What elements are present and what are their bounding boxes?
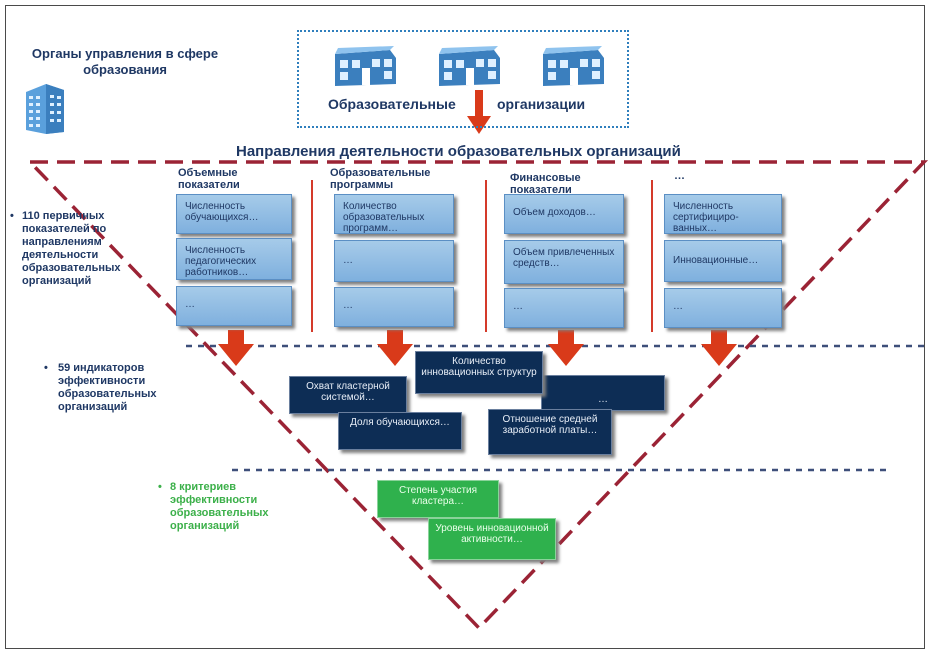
column-header-finance: Финансовые показатели <box>510 172 581 196</box>
column-header-other: … <box>674 170 685 182</box>
indicator-box: Объем доходов… <box>504 194 624 234</box>
arrow-col3-down <box>548 330 584 366</box>
organizations-label-right: организации <box>497 96 586 112</box>
efficiency-indicator-box: Доля обучающихся… <box>338 412 462 450</box>
column-header-programs: Образовательные программы <box>330 167 431 191</box>
indicator-box: … <box>504 288 624 328</box>
arrow-col4-down <box>701 330 737 366</box>
label-primary-indicators: 110 первичных показателей по направления… <box>22 210 121 287</box>
efficiency-criterion-box: Уровень инновационной активности… <box>428 518 556 560</box>
indicator-box: Численность сертифициро-ванных… <box>664 194 782 234</box>
school-building-icon <box>439 46 500 86</box>
organizations-box <box>297 30 629 128</box>
column-header-volume: Объемные показатели <box>178 167 240 191</box>
bullet-primary: • <box>10 210 14 222</box>
efficiency-indicator-box: Количество инновационных структур <box>415 351 543 394</box>
office-building-icon <box>26 84 64 134</box>
organizations-label-left: Образовательные <box>328 96 456 112</box>
indicator-box: … <box>176 286 292 326</box>
indicator-box: Численность обучающихся… <box>176 194 292 234</box>
school-building-icon <box>335 46 396 86</box>
efficiency-indicator-box: … <box>541 375 665 411</box>
pyramid-outline <box>25 160 929 631</box>
bullet-indicators: • <box>44 362 48 374</box>
efficiency-criterion-box: Степень участия кластера… <box>377 480 499 518</box>
outer-frame <box>5 5 925 649</box>
indicator-box: Численность педагогических работников… <box>176 238 292 280</box>
indicator-box: Количество образовательных программ… <box>334 194 454 234</box>
school-building-icon <box>543 46 604 86</box>
arrow-col1-down <box>218 330 254 366</box>
indicator-box: Объем привлеченных средств… <box>504 240 624 284</box>
efficiency-indicator-box: Отношение средней заработной платы… <box>488 409 612 455</box>
arrow-orgs-down <box>467 90 491 134</box>
indicator-box: … <box>334 240 454 282</box>
label-efficiency-criteria: 8 критериев эффективности образовательны… <box>170 481 269 532</box>
management-title: Органы управления в сфере образования <box>31 46 219 77</box>
label-efficiency-indicators: 59 индикаторов эффективности образовател… <box>58 362 157 413</box>
bullet-criteria: • <box>158 481 162 493</box>
directions-title: Направления деятельности образовательных… <box>236 143 681 160</box>
indicator-box: Инновационные… <box>664 240 782 282</box>
indicator-box: … <box>334 287 454 327</box>
indicator-box: … <box>664 288 782 328</box>
efficiency-indicator-box: Охват кластерной системой… <box>289 376 407 414</box>
arrow-col2-down <box>377 330 413 366</box>
